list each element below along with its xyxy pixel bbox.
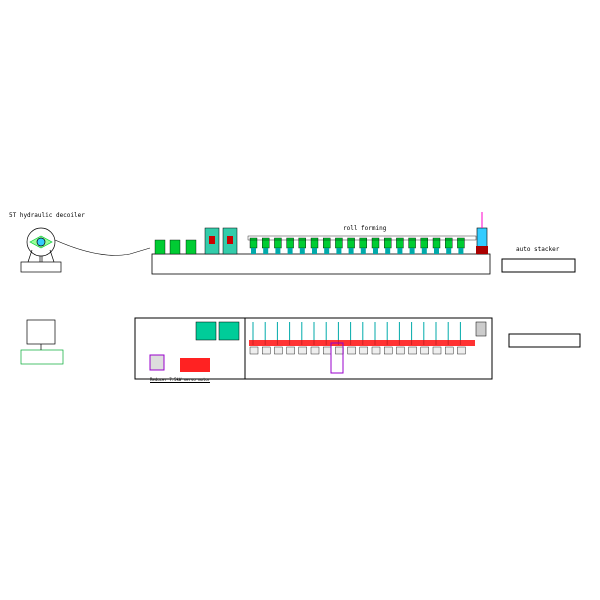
entry-guide [169, 239, 181, 255]
decoiler-top [20, 319, 64, 365]
roll-station-top [310, 322, 320, 355]
servo-motor [180, 358, 210, 372]
roll-station-top [274, 322, 283, 355]
roll-stations-side [154, 227, 477, 255]
roll-station-top [408, 322, 417, 355]
auto-stacker-top [508, 333, 581, 348]
punch-press [222, 227, 238, 255]
roll-station [384, 237, 392, 254]
punch-press [204, 227, 220, 255]
roll-station [432, 237, 441, 254]
roll-station [396, 237, 404, 254]
decoiler-label: 5T hydraulic decoiler [9, 212, 85, 219]
roll-station [371, 237, 380, 254]
roll-station [359, 237, 367, 254]
roll-station-top [445, 322, 454, 355]
cutting-press [476, 212, 488, 255]
roll-forming-label: roll forming [343, 225, 387, 232]
punch-die [218, 321, 240, 341]
roll-station [262, 237, 270, 254]
roll-station-top [262, 322, 271, 355]
roll-station [274, 237, 282, 254]
decoiler-side [20, 227, 62, 273]
cutter-top [475, 321, 487, 337]
roll-station-top [286, 322, 295, 355]
roll-station [310, 237, 319, 254]
roll-station [445, 237, 453, 254]
main-gearbox [330, 342, 344, 374]
roll-station-top [249, 322, 259, 355]
roll-station-top [396, 322, 405, 355]
punch-die [195, 321, 217, 341]
gearbox [149, 354, 165, 371]
roll-station-top [457, 322, 466, 355]
entry-guide [154, 239, 166, 255]
roll-station-top [432, 322, 442, 355]
strip [54, 239, 151, 256]
roll-station-top [347, 322, 356, 355]
roll-station [420, 237, 428, 254]
roll-station-top [323, 322, 332, 355]
roll-station [323, 237, 331, 254]
auto-stacker-label: auto stacker [516, 246, 560, 253]
machine-base [151, 253, 491, 275]
roll-station-top [359, 322, 368, 355]
roll-station [335, 237, 343, 254]
roll-station-top [420, 322, 429, 355]
forming-frame-top [244, 317, 493, 380]
roll-station [408, 237, 416, 254]
entry-guide [185, 239, 197, 255]
roll-station-top [298, 322, 307, 355]
roll-station [249, 237, 258, 254]
roll-station [286, 237, 294, 254]
roll-station [457, 237, 465, 254]
auto-stacker [501, 258, 576, 273]
roll-station [298, 237, 306, 254]
roll-station-top [384, 322, 393, 355]
roll-stations-top [249, 322, 475, 355]
roll-station-top [371, 322, 381, 355]
roll-station [347, 237, 355, 254]
roll-station-top [335, 322, 344, 355]
